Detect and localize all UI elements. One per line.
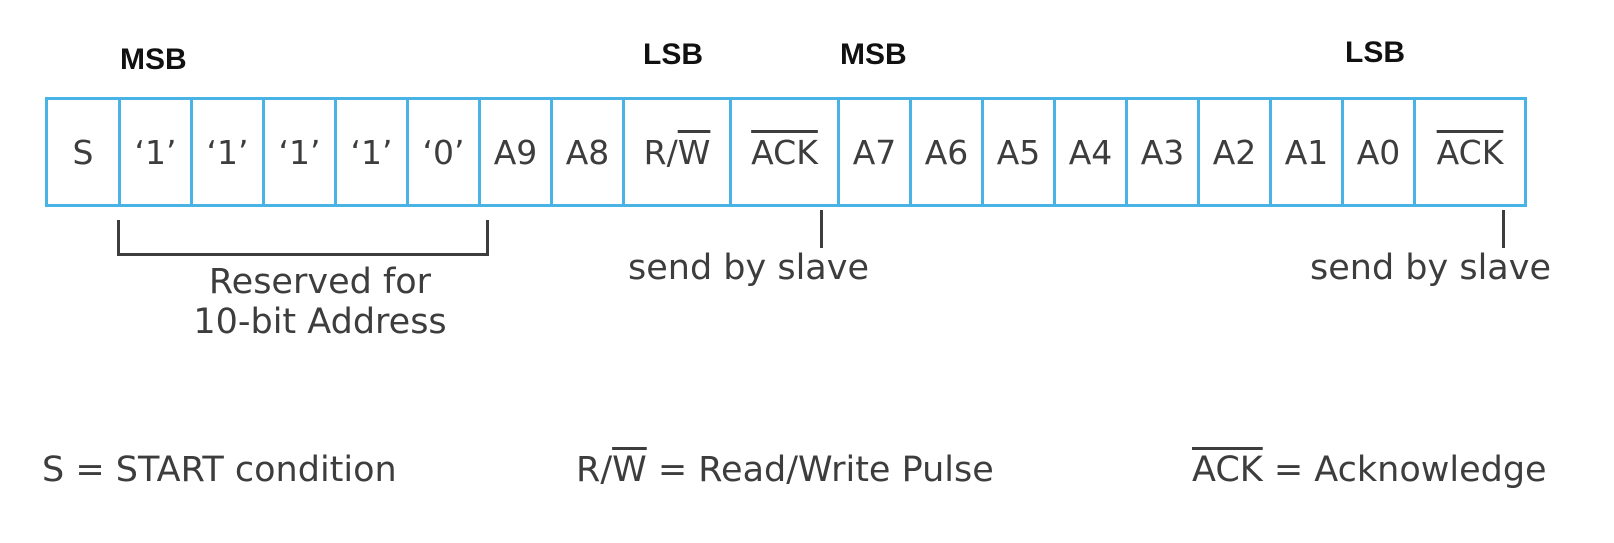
legend-read-write: R/W = Read/Write Pulse	[576, 450, 994, 490]
cell-text: ‘1’	[350, 132, 393, 172]
cell-reserved-bit: ‘1’	[121, 100, 193, 204]
cell-text: A8	[565, 132, 610, 172]
cell-text: A3	[1140, 132, 1185, 172]
cell-reserved-bit: ‘0’	[409, 100, 481, 204]
send-by-slave-note-second: send by slave	[1310, 248, 1552, 288]
cell-text: A1	[1284, 132, 1329, 172]
cell-text: A2	[1212, 132, 1257, 172]
legend-ack-text: = Acknowledge	[1262, 450, 1547, 490]
cell-text-overlined: ACK	[1436, 132, 1504, 172]
cell-text: ‘0’	[422, 132, 465, 172]
legend-ack-overlined: ACK	[1192, 450, 1263, 490]
cell-text-overlined: W	[677, 132, 711, 172]
cell-address-bit: A6	[912, 100, 984, 204]
reserved-note-line1: Reserved for	[208, 262, 432, 302]
reserved-note: Reserved for 10-bit Address	[160, 262, 480, 343]
msb-label-second: MSB	[840, 38, 907, 71]
cell-address-bit: A0	[1344, 100, 1416, 204]
msb-label-first: MSB	[120, 43, 187, 76]
cell-text: A7	[852, 132, 897, 172]
cell-address-bit: A7	[840, 100, 912, 204]
cell-text: ‘1’	[134, 132, 177, 172]
cell-address-bit: A8	[553, 100, 625, 204]
bracket-bottom-line	[117, 253, 489, 256]
cell-text: A0	[1356, 132, 1401, 172]
bracket-right-tick	[486, 220, 489, 256]
lsb-label-first: LSB	[643, 38, 703, 71]
legend-start: S = START condition	[42, 450, 397, 490]
cell-address-bit: A5	[984, 100, 1056, 204]
cell-text: ‘1’	[278, 132, 321, 172]
frame-bit-row: S ‘1’ ‘1’ ‘1’ ‘1’ ‘0’ A9 A8 R/W ACK A7 A…	[45, 97, 1527, 207]
cell-read-write: R/W	[625, 100, 732, 204]
cell-text: A6	[924, 132, 969, 172]
cell-text: S	[72, 132, 94, 172]
cell-text: ‘1’	[206, 132, 249, 172]
ack-pointer-line-first	[820, 210, 823, 248]
reserved-note-line2: 10-bit Address	[193, 302, 447, 343]
cell-text: A4	[1068, 132, 1113, 172]
cell-ack: ACK	[1416, 100, 1527, 204]
cell-text-overlined: ACK	[751, 132, 818, 172]
send-by-slave-note-first: send by slave	[628, 248, 870, 288]
cell-address-bit: A9	[481, 100, 553, 204]
cell-start: S	[48, 100, 121, 204]
legend-rw-overlined: W	[612, 450, 647, 490]
cell-address-bit: A2	[1200, 100, 1272, 204]
bracket-left-tick	[117, 220, 120, 256]
cell-reserved-bit: ‘1’	[265, 100, 337, 204]
cell-reserved-bit: ‘1’	[337, 100, 409, 204]
cell-address-bit: A3	[1128, 100, 1200, 204]
legend-acknowledge: ACK = Acknowledge	[1192, 450, 1547, 490]
cell-address-bit: A1	[1272, 100, 1344, 204]
lsb-label-second: LSB	[1345, 36, 1405, 69]
cell-reserved-bit: ‘1’	[193, 100, 265, 204]
ack-pointer-line-second	[1502, 210, 1505, 248]
cell-text: A5	[996, 132, 1041, 172]
cell-address-bit: A4	[1056, 100, 1128, 204]
legend-rw-text: = Read/Write Pulse	[646, 450, 994, 490]
cell-ack: ACK	[732, 100, 840, 204]
cell-text-prefix: R/	[643, 132, 678, 172]
legend-rw-prefix: R/	[576, 450, 613, 490]
cell-text: A9	[493, 132, 538, 172]
